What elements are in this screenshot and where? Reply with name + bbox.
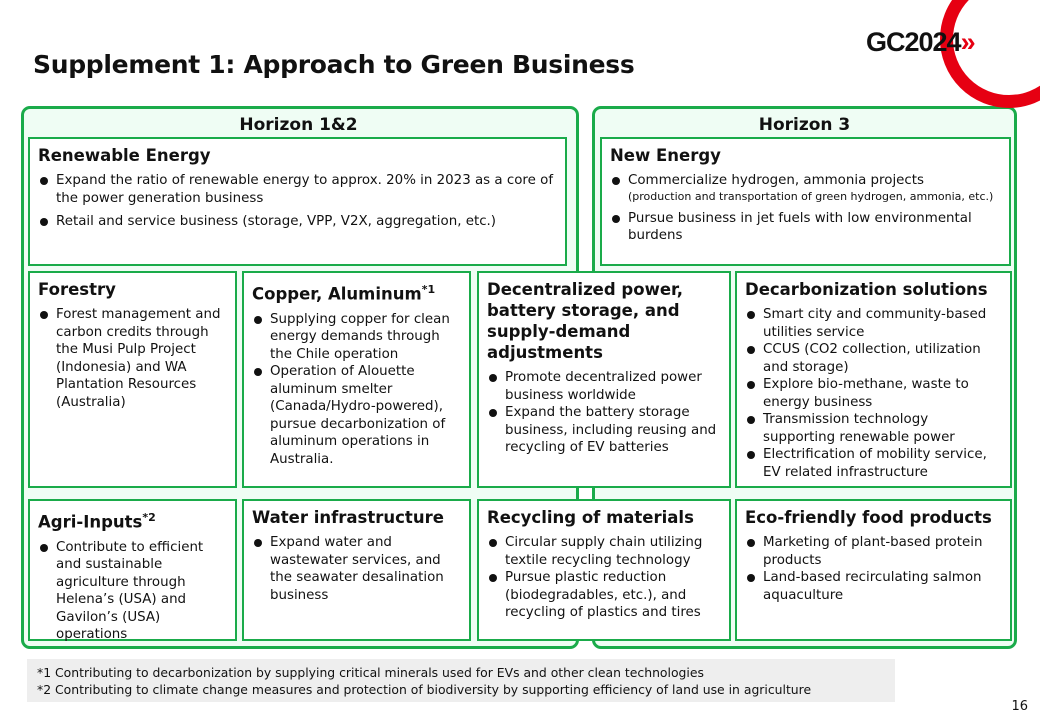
bullet-text: Pursue plastic reduction (biodegradables… xyxy=(505,570,701,620)
bullet-list: Promote decentralized power business wor… xyxy=(487,369,721,457)
box-title-text: Decentralized power, battery storage, an… xyxy=(487,280,683,362)
bullet-text: Retail and service business (storage, VP… xyxy=(56,214,497,229)
box-title: Renewable Energy xyxy=(38,145,557,166)
bullet-item: Promote decentralized power business wor… xyxy=(487,369,721,404)
bullet-text: Smart city and community-based utilities… xyxy=(763,307,987,340)
box-title-text: Water infrastructure xyxy=(252,508,444,527)
logo-text: GC2024 xyxy=(866,27,962,57)
box-title: Water infrastructure xyxy=(252,507,461,528)
bullet-item: Electrification of mobility service, EV … xyxy=(745,446,1002,481)
bullet-text: Transmission technology supporting renew… xyxy=(763,412,955,445)
box-title-text: Decarbonization solutions xyxy=(745,280,988,299)
bullet-text: Commercialize hydrogen, ammonia projects xyxy=(628,173,924,188)
chevron-right-icon: » xyxy=(960,27,976,57)
bullet-item: Pursue business in jet fuels with low en… xyxy=(610,210,1001,245)
footnote-marker: *1 xyxy=(421,283,436,296)
box-title: Copper, Aluminum*1 xyxy=(252,279,461,305)
bullet-text: Forest management and carbon credits thr… xyxy=(56,307,221,410)
bullet-item: Land-based recirculating salmon aquacult… xyxy=(745,569,1002,604)
bullet-text: Explore bio-methane, waste to energy bus… xyxy=(763,377,969,410)
decentralized-power-box: Decentralized power, battery storage, an… xyxy=(477,271,731,488)
bullet-list: Expand the ratio of renewable energy to … xyxy=(38,172,557,231)
page-number: 16 xyxy=(1011,699,1028,714)
bullet-text: Land-based recirculating salmon aquacult… xyxy=(763,570,982,603)
bullet-item: Circular supply chain utilizing textile … xyxy=(487,534,721,569)
bullet-item: Retail and service business (storage, VP… xyxy=(38,213,557,231)
page-title: Supplement 1: Approach to Green Business xyxy=(33,50,635,79)
bullet-text: Electrification of mobility service, EV … xyxy=(763,447,987,480)
bullet-item: Commercialize hydrogen, ammonia projects… xyxy=(610,172,1001,204)
box-title: New Energy xyxy=(610,145,1001,166)
bullet-text: Expand the ratio of renewable energy to … xyxy=(56,173,554,206)
bullet-item: Contribute to efficient and sustainable … xyxy=(38,539,227,644)
box-title: Recycling of materials xyxy=(487,507,721,528)
bullet-item: Forest management and carbon credits thr… xyxy=(38,306,227,411)
box-title: Forestry xyxy=(38,279,227,300)
bullet-text: Expand water and wastewater services, an… xyxy=(270,535,444,603)
bullet-list: Commercialize hydrogen, ammonia projects… xyxy=(610,172,1001,245)
bullet-item: Supplying copper for clean energy demand… xyxy=(252,311,461,364)
bullet-text: Operation of Alouette aluminum smelter (… xyxy=(270,364,446,467)
horizon-3-heading: Horizon 3 xyxy=(758,115,851,135)
gc2024-logo: GC2024» xyxy=(866,27,976,58)
horizon-1-2-heading: Horizon 1&2 xyxy=(239,115,358,135)
bullet-list: Contribute to efficient and sustainable … xyxy=(38,539,227,644)
box-title: Agri-Inputs*2 xyxy=(38,507,227,533)
footnote-marker: *2 xyxy=(142,511,156,524)
bullet-list: Circular supply chain utilizing textile … xyxy=(487,534,721,622)
bullet-text: Expand the battery storage business, inc… xyxy=(505,405,717,455)
bullet-item: Transmission technology supporting renew… xyxy=(745,411,1002,446)
bullet-text: Contribute to efficient and sustainable … xyxy=(56,539,204,643)
bullet-item: CCUS (CO2 collection, utilization and st… xyxy=(745,341,1002,376)
bullet-item: Operation of Alouette aluminum smelter (… xyxy=(252,363,461,468)
bullet-item: Explore bio-methane, waste to energy bus… xyxy=(745,376,1002,411)
bullet-list: Expand water and wastewater services, an… xyxy=(252,534,461,604)
bullet-item: Expand the ratio of renewable energy to … xyxy=(38,172,557,207)
box-title-text: New Energy xyxy=(610,146,721,165)
bullet-list: Supplying copper for clean energy demand… xyxy=(252,311,461,469)
bullet-list: Marketing of plant-based protein product… xyxy=(745,534,1002,604)
box-title-text: Renewable Energy xyxy=(38,146,211,165)
footnotes: *1 Contributing to decarbonization by su… xyxy=(27,659,895,702)
box-title-text: Eco-friendly food products xyxy=(745,508,992,527)
bullet-text: Pursue business in jet fuels with low en… xyxy=(628,210,972,244)
box-title-text: Forestry xyxy=(38,280,116,299)
bullet-item: Marketing of plant-based protein product… xyxy=(745,534,1002,569)
box-title: Decarbonization solutions xyxy=(745,279,1002,300)
bullet-text: Promote decentralized power business wor… xyxy=(505,370,702,403)
bullet-list: Smart city and community-based utilities… xyxy=(745,306,1002,481)
box-title-text: Agri-Inputs xyxy=(38,512,143,532)
box-title: Eco-friendly food products xyxy=(745,507,1002,528)
bullet-text: Supplying copper for clean energy demand… xyxy=(270,311,450,362)
bullet-list: Forest management and carbon credits thr… xyxy=(38,306,227,411)
footnote-2: *2 Contributing to climate change measur… xyxy=(37,682,812,697)
box-title-text: Copper, Aluminum xyxy=(252,284,422,304)
bullet-item: Smart city and community-based utilities… xyxy=(745,306,1002,341)
bullet-text: Circular supply chain utilizing textile … xyxy=(505,535,703,568)
bullet-item: Expand water and wastewater services, an… xyxy=(252,534,461,604)
box-title-text: Recycling of materials xyxy=(487,508,694,527)
bullet-note: (production and transportation of green … xyxy=(628,189,994,203)
bullet-item: Pursue plastic reduction (biodegradables… xyxy=(487,569,721,622)
footnote-1: *1 Contributing to decarbonization by su… xyxy=(37,665,704,680)
box-title: Decentralized power, battery storage, an… xyxy=(487,279,721,363)
bullet-item: Expand the battery storage business, inc… xyxy=(487,404,721,457)
bullet-text: CCUS (CO2 collection, utilization and st… xyxy=(763,342,981,375)
bullet-text: Marketing of plant-based protein product… xyxy=(763,535,983,568)
